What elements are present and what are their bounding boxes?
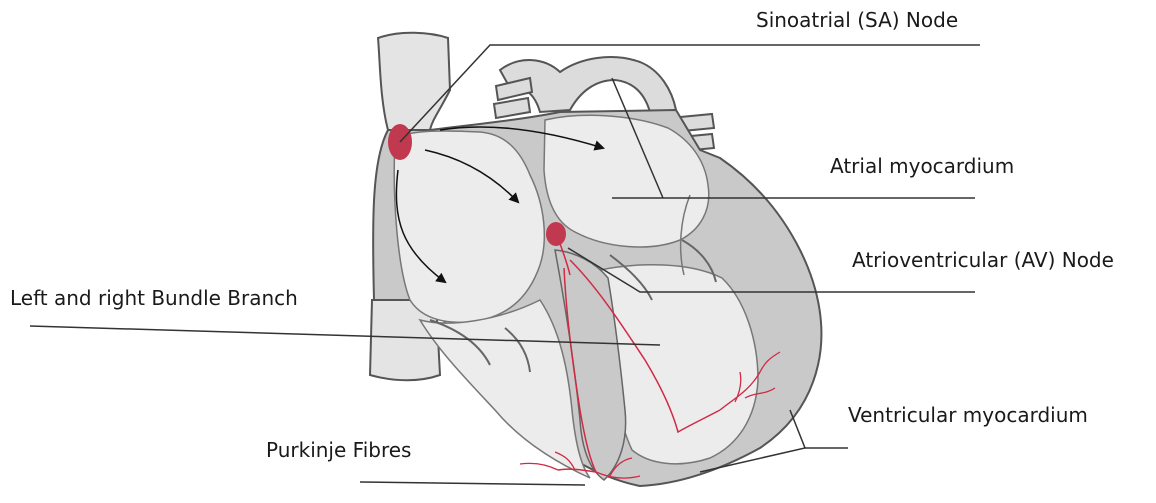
atrial-myocardium-label: Atrial myocardium [830,156,1014,176]
purkinje-fibres-leader [360,482,585,485]
purkinje-fibres-label: Purkinje Fibres [266,440,411,460]
av-node [546,222,566,246]
pulmonary-vessel-left [494,78,532,118]
right-atrium-chamber [394,131,544,322]
bundle-branch-label: Left and right Bundle Branch [10,288,298,308]
av-node-label: Atrioventricular (AV) Node [852,250,1114,270]
superior-vena-cava [378,33,450,130]
sa-node-label: Sinoatrial (SA) Node [756,10,958,30]
ventricular-myocardium-label: Ventricular myocardium [848,405,1088,425]
